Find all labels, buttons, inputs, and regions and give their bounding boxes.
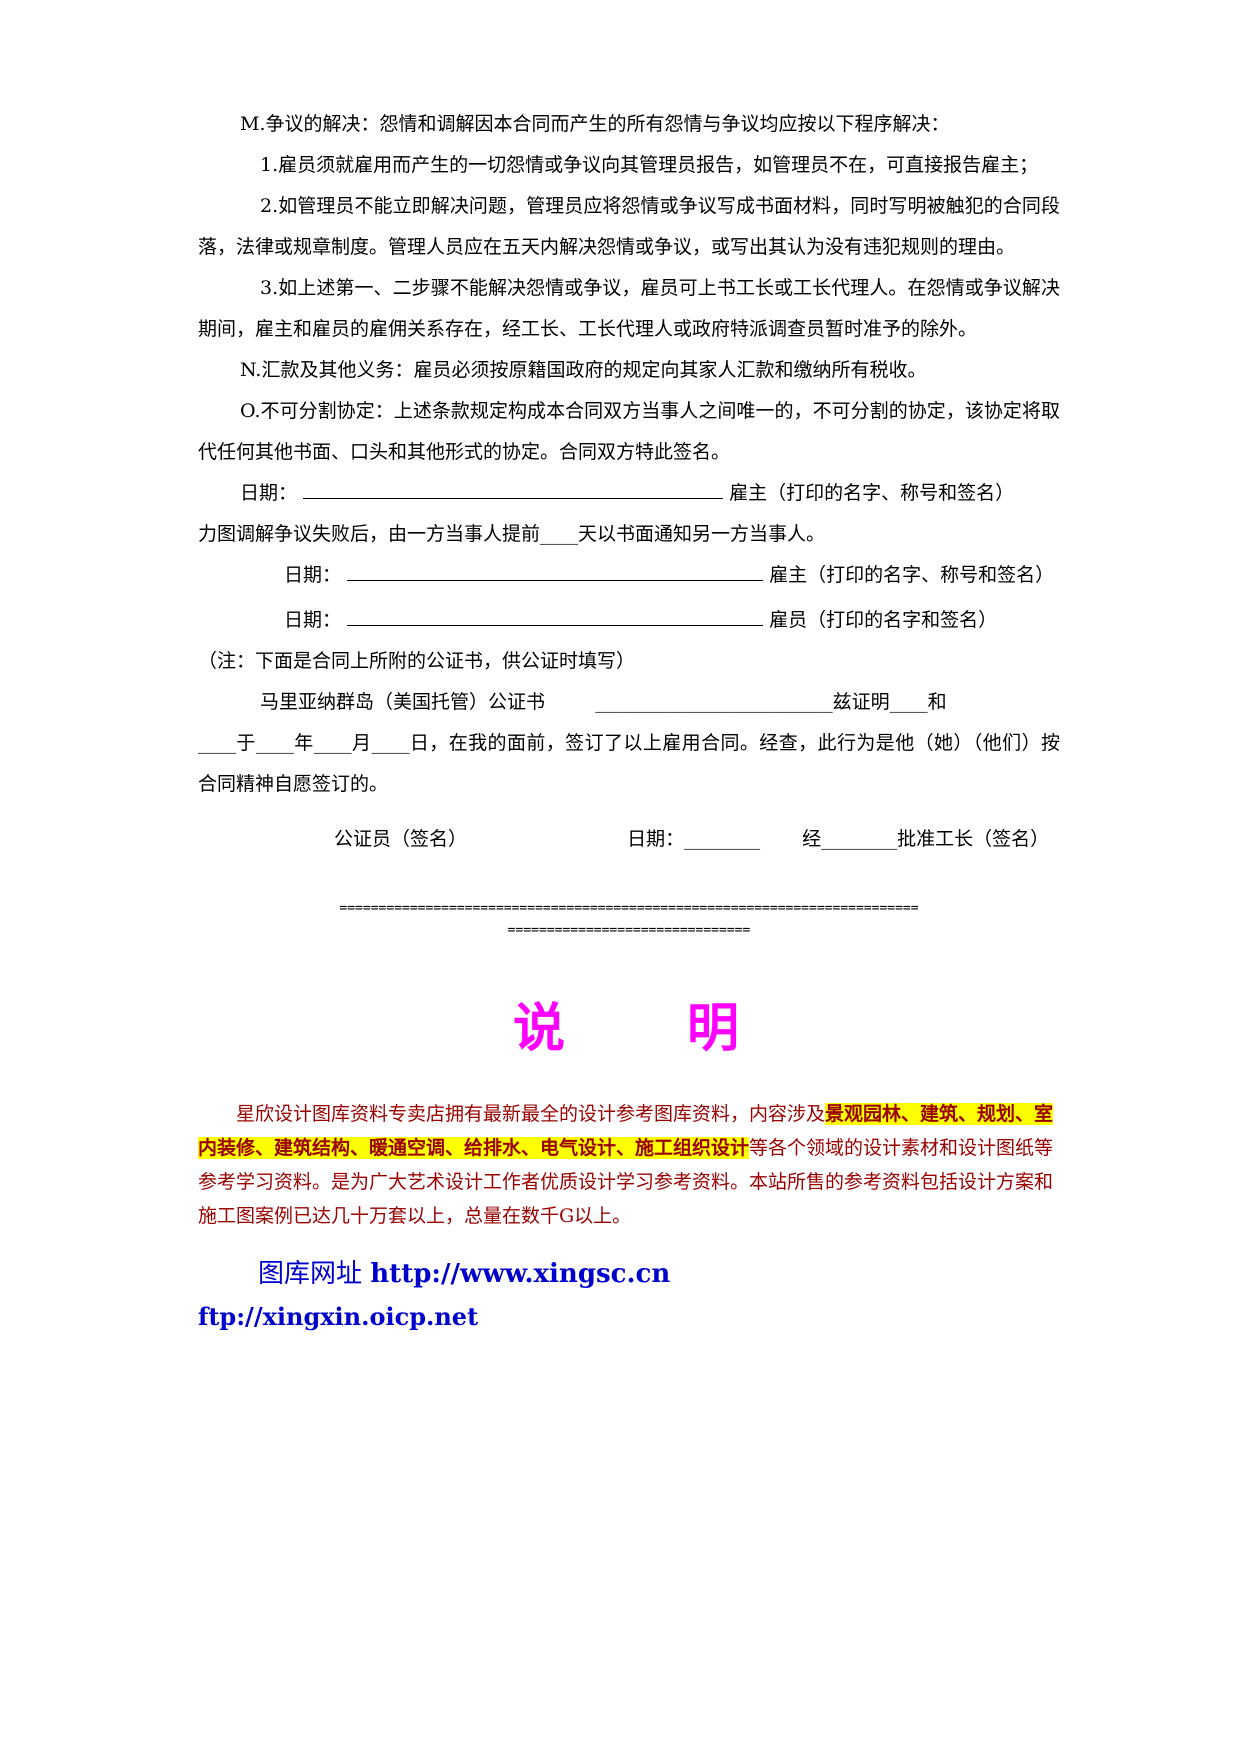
site-label: 图库网址: [258, 1259, 363, 1289]
section-m-item-3: 3.如上述第一、二步骤不能解决怨情或争议，雇员可上书工长或工长代理人。在怨情或争…: [198, 277, 1060, 340]
notice-text: 力图调解争议失败后，由一方当事人提前____天以书面通知另一方当事人。: [198, 523, 826, 545]
signature-blank: [347, 624, 764, 626]
date-label: 日期：: [240, 482, 298, 504]
signature-blank: [347, 579, 764, 581]
section-m-item-2: 2.如管理员不能立即解决问题，管理员应将怨情或争议写成书面材料，同时写明被触犯的…: [198, 195, 1060, 258]
intro-paragraph: 星欣设计图库资料专卖店拥有最新最全的设计参考图库资料，内容涉及景观园林、建筑、规…: [198, 1097, 1060, 1233]
signature-suffix: 雇员（打印的名字和签名）: [769, 609, 998, 631]
notary-line: _________________________兹证明____和: [595, 691, 947, 713]
signature-suffix: 雇主（打印的名字、称号和签名）: [729, 482, 1015, 504]
notary-note: （注：下面是合同上所附的公证书，供公证时填写）: [198, 650, 636, 672]
notary-title-row: 马里亚纳群岛（美国托管）公证书 ________________________…: [198, 682, 1060, 723]
signature-blank: [303, 497, 724, 499]
note-title: 说 明: [512, 999, 745, 1059]
site-url-link[interactable]: http://www.xingsc.cn: [370, 1259, 671, 1289]
signature-line-employer-1: 日期： 雇主（打印的名字、称号和签名）: [198, 473, 1060, 514]
notary-body: ____于____年____月____日，在我的面前，签订了以上雇用合同。经查，…: [198, 732, 1060, 795]
notary-title: 马里亚纳群岛（美国托管）公证书: [260, 691, 546, 713]
signature-suffix: 雇主（打印的名字、称号和签名）: [769, 564, 1055, 586]
notary-signature: 公证员（签名）: [334, 828, 468, 850]
intro-text-after: 等各个领域的设计素材和设计图纸等参考学习资料。是为广大艺术设计工作者优质设计学习…: [198, 1137, 1054, 1227]
section-o: O.不可分割协定：上述条款规定构成本合同双方当事人之间唯一的，不可分割的协定，该…: [198, 400, 1060, 463]
document-page: M.争议的解决：怨情和调解因本合同而产生的所有怨情与争议均应按以下程序解决： 1…: [198, 104, 1060, 1331]
intro-text-before: 星欣设计图库资料专卖店拥有最新最全的设计参考图库资料，内容涉及: [236, 1103, 826, 1125]
section-m-item-1: 1.雇员须就雇用而产生的一切怨情或争议向其管理员报告，如管理员不在，可直接报告雇…: [260, 154, 1039, 176]
separator-line: ===============================: [507, 923, 751, 938]
notary-signature-row: 公证员（签名） 日期：________ 经________批准工长（签名）: [198, 819, 1060, 860]
approval-text: 经________批准工长（签名）: [802, 828, 1050, 850]
date-label: 日期：: [284, 609, 342, 631]
section-n: N.汇款及其他义务：雇员必须按原籍国政府的规定向其家人汇款和缴纳所有税收。: [240, 359, 927, 381]
signature-line-employer-2: 日期： 雇主（打印的名字、称号和签名）: [198, 555, 1060, 596]
section-m-heading: M.争议的解决：怨情和调解因本合同而产生的所有怨情与争议均应按以下程序解决：: [240, 113, 950, 135]
separator-line: ========================================…: [339, 901, 919, 916]
date-label: 日期：: [284, 564, 342, 586]
notary-date: 日期：________: [627, 828, 761, 850]
ftp-url-link[interactable]: ftp://xingxin.oicp.net: [198, 1302, 479, 1331]
signature-line-employee: 日期： 雇员（打印的名字和签名）: [198, 600, 1060, 641]
site-address-row: 图库网址 http://www.xingsc.cn: [198, 1253, 1060, 1290]
